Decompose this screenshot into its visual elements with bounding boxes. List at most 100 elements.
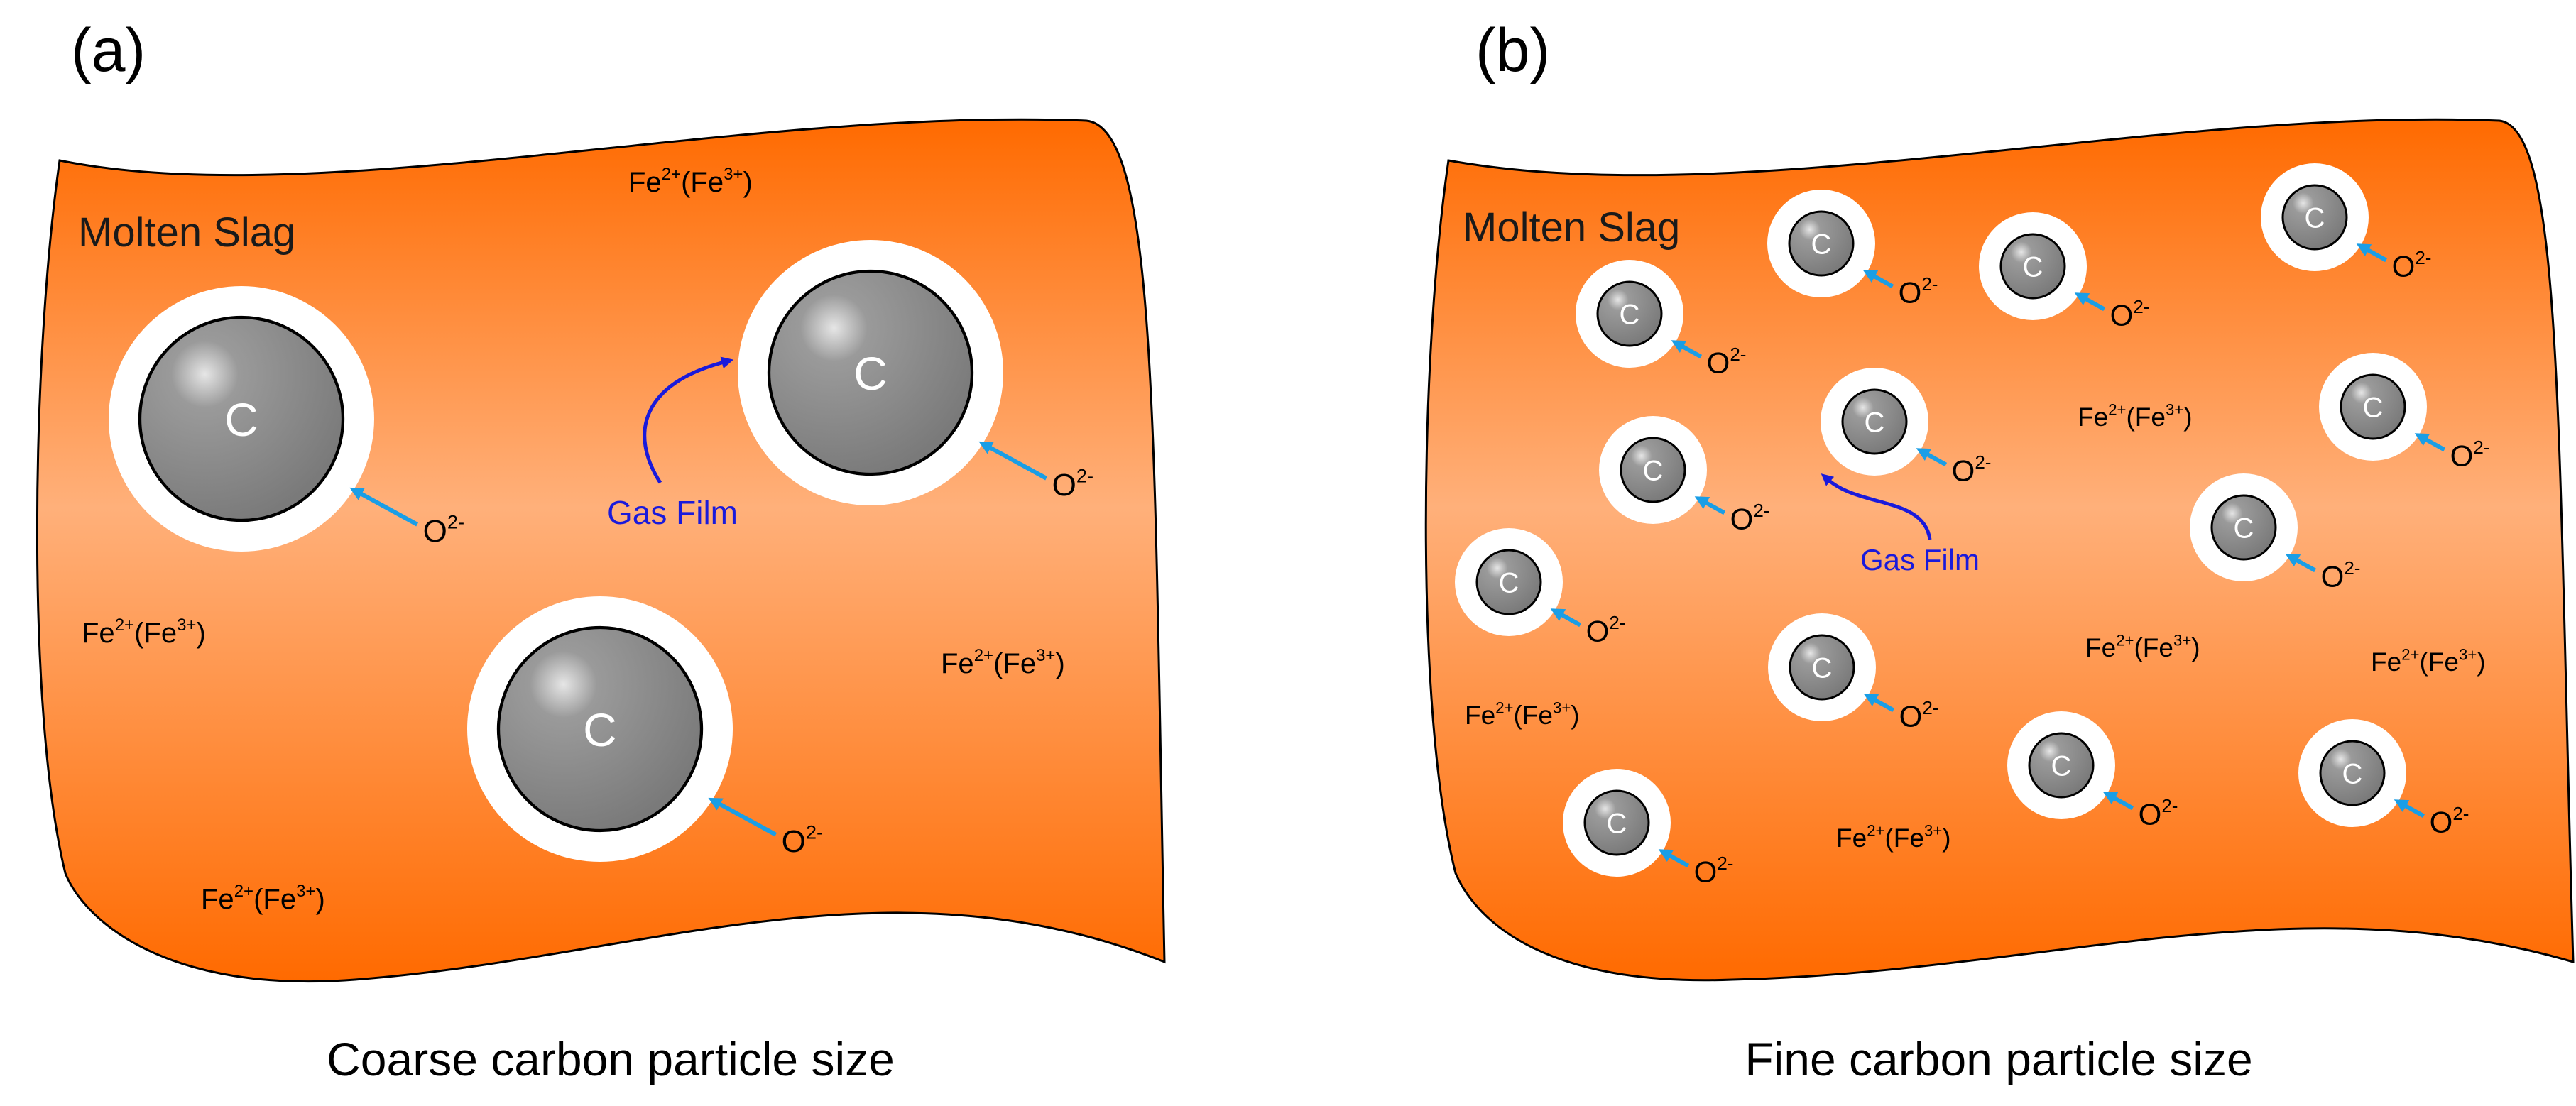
- particle-label: C: [224, 393, 258, 446]
- panel-b: (b) Molten Slag CO2-CO2-CO2-CO2-CO2-CO2-…: [1424, 16, 2575, 1085]
- caption: Fine carbon particle size: [1745, 1033, 2252, 1085]
- particle-label: C: [2234, 513, 2254, 544]
- oxide-ion-label: O2-: [782, 821, 823, 859]
- oxide-ion-label: O2-: [2430, 803, 2469, 839]
- oxide-ion-arrow: [2285, 554, 2317, 573]
- carbon-particle: C O2-: [1599, 416, 1769, 536]
- iron-ion-label: Fe2+(Fe3+): [1836, 821, 1951, 853]
- slag-label: Molten Slag: [78, 209, 295, 256]
- panel-label: (a): [71, 16, 146, 84]
- carbon-particle: CO2-: [109, 286, 464, 552]
- gas-film-arrow: [643, 356, 734, 484]
- iron-ion-label: Fe2+(Fe3+): [1465, 699, 1580, 730]
- carbon-core: [2319, 740, 2386, 806]
- carbon-particle: C O2-: [1768, 613, 1938, 733]
- oxide-ion-label: O2-: [2110, 296, 2150, 332]
- particle-label: C: [2023, 251, 2043, 283]
- particle-label: C: [1643, 455, 1664, 486]
- iron-ion-label: Fe2+(Fe3+): [941, 646, 1065, 679]
- oxide-ion-label: O2-: [1694, 853, 1734, 889]
- oxide-ion-arrow: [2102, 792, 2134, 811]
- carbon-core: [496, 625, 704, 833]
- particle-label: C: [2363, 392, 2384, 423]
- iron-ion-label: Fe2+(Fe3+): [628, 165, 753, 198]
- carbon-particle: C O2-: [1979, 212, 2149, 332]
- oxide-ion-arrow: [349, 487, 419, 527]
- carbon-core: [2281, 184, 2348, 251]
- particle-group: C O2- C O2- C O2- C O2- C O2- C O2- C O2- C O2- C O2- C O2-…: [1455, 163, 2489, 889]
- carbon-particle: C O2-: [1455, 528, 1625, 648]
- iron-ion-label: Fe2+(Fe3+): [2078, 400, 2193, 432]
- particle-label: C: [1811, 229, 1832, 260]
- oxide-ion-arrow: [1671, 340, 1703, 359]
- particle-label: C: [1607, 808, 1627, 839]
- oxide-ion-arrow: [1862, 270, 1894, 289]
- oxide-ion-label: O2-: [2392, 247, 2432, 283]
- oxide-ion-arrow: [1658, 849, 1690, 868]
- oxide-ion-label: O2-: [1586, 612, 1626, 648]
- oxide-ion-arrow: [2394, 799, 2425, 818]
- carbon-core: [2028, 732, 2095, 799]
- carbon-particle: C O2-: [2261, 163, 2431, 283]
- particle-label: C: [583, 703, 617, 756]
- molten-slag-region: [1424, 118, 2575, 982]
- carbon-particle: CO2-: [2007, 711, 2178, 831]
- oxide-ion-arrow: [708, 797, 777, 837]
- oxide-ion-label: O2-: [1952, 451, 1992, 488]
- oxide-ion-label: O2-: [2321, 557, 2361, 593]
- carbon-particle: C O2-: [738, 240, 1093, 505]
- carbon-core: [1583, 789, 1650, 856]
- carbon-core: [1788, 210, 1855, 277]
- particle-label: C: [853, 347, 888, 400]
- particle-label: C: [2305, 202, 2325, 234]
- carbon-core: [1841, 388, 1908, 455]
- particle-group: CO2-CO2-CO2-: [109, 240, 1093, 862]
- oxide-ion-arrow: [2356, 243, 2388, 263]
- carbon-particle: C O2-: [1767, 190, 1938, 310]
- carbon-core: [1620, 437, 1686, 503]
- oxide-ion-label: O2-: [1899, 273, 1938, 310]
- carbon-particle: C O2-: [2319, 353, 2489, 473]
- carbon-particle: C O2-: [1821, 368, 1991, 488]
- oxide-ion-label: O2-: [1707, 344, 1747, 380]
- particle-label: C: [2342, 758, 2363, 789]
- iron-ion-label: Fe2+(Fe3+): [201, 882, 325, 915]
- oxide-ion-label: O2-: [1052, 465, 1093, 503]
- caption: Coarse carbon particle size: [327, 1033, 895, 1085]
- oxide-ion-arrow: [1550, 608, 1582, 628]
- gas-film-label: Gas Film: [1860, 543, 1980, 576]
- carbon-core: [767, 269, 974, 476]
- carbon-core: [2340, 373, 2406, 440]
- iron-ion-label: Fe2+(Fe3+): [2371, 645, 2486, 677]
- carbon-core: [2210, 494, 2277, 561]
- iron-ion-label: Fe2+(Fe3+): [82, 615, 206, 649]
- carbon-core: [138, 315, 345, 522]
- panel-label: (b): [1475, 16, 1550, 84]
- oxide-ion-arrow: [1863, 694, 1895, 713]
- carbon-core: [1596, 280, 1663, 347]
- carbon-particle: C O2-: [467, 596, 823, 862]
- particle-label: C: [1812, 652, 1833, 684]
- iron-ion-group: Fe2+(Fe3+) Fe2+(Fe3+) Fe2+(Fe3+) Fe2+(Fe3+): [82, 165, 1065, 915]
- carbon-particle: C O2-: [1576, 260, 1746, 380]
- particle-label: C: [1499, 567, 1519, 598]
- iron-ion-group: Fe2+(Fe3+) Fe2+(Fe3+) Fe2+(Fe3+) Fe2+(Fe3+)…: [1465, 400, 2486, 853]
- slag-label: Molten Slag: [1463, 204, 1680, 251]
- oxide-ion-arrow: [2414, 433, 2446, 452]
- carbon-particle: C O2-: [2190, 473, 2360, 593]
- oxide-ion-label: O2-: [1730, 500, 1770, 536]
- oxide-ion-arrow: [2074, 292, 2106, 312]
- oxide-ion-label: O2-: [1899, 697, 1939, 733]
- carbon-particle: C O2-: [2298, 719, 2469, 839]
- particle-label: C: [1620, 299, 1640, 330]
- carbon-core: [1475, 549, 1542, 615]
- carbon-particle: C O2-: [1563, 769, 1733, 889]
- oxide-ion-label: O2-: [2450, 437, 2490, 473]
- oxide-ion-label: O2-: [2139, 795, 2178, 831]
- particle-label: C: [1865, 407, 1885, 438]
- iron-ion-label: Fe2+(Fe3+): [2085, 631, 2200, 662]
- oxide-ion-arrow: [1916, 448, 1948, 467]
- oxide-ion-arrow: [1694, 496, 1726, 515]
- gas-film-label: Gas Film: [607, 494, 738, 531]
